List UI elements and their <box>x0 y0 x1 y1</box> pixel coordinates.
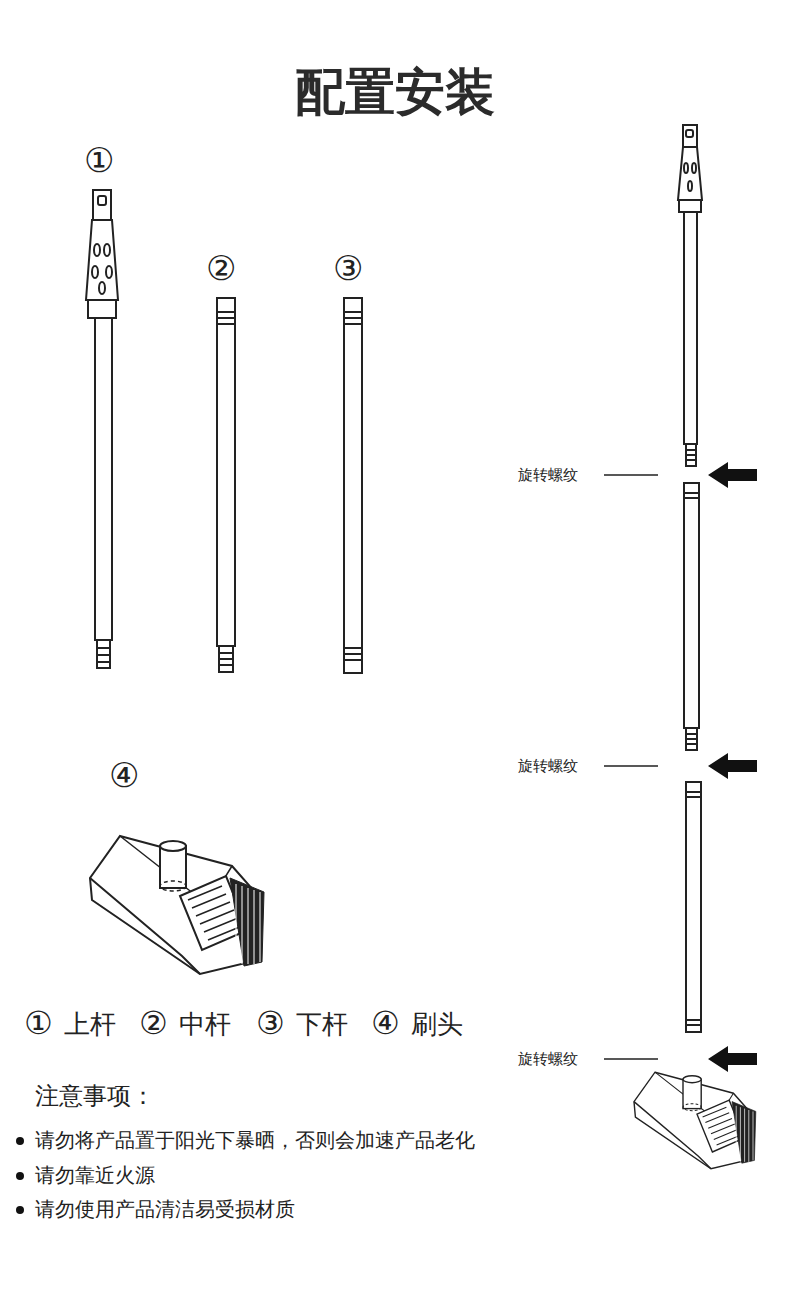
illustration-part <box>686 444 696 466</box>
illustration-part <box>86 125 702 1032</box>
part-name: 上杆 <box>64 1009 116 1040</box>
illustration-part <box>708 1046 757 1072</box>
illustration-part <box>686 734 697 744</box>
illustration-part <box>104 244 110 256</box>
illustration-part <box>344 298 362 673</box>
illustration-part <box>219 646 233 672</box>
illustration-part <box>684 483 699 728</box>
illustration-part <box>99 282 105 294</box>
illustration-part <box>16 1172 24 1180</box>
note-text: 请勿靠近火源 <box>35 1163 155 1187</box>
illustration-part <box>686 450 696 460</box>
thread-label: 旋转螺纹 <box>518 466 578 484</box>
illustration-part <box>684 493 699 498</box>
illustration-part <box>604 475 658 1059</box>
callout-number: ② <box>139 1004 168 1042</box>
callout-number: ④ <box>371 1004 400 1042</box>
illustration-part <box>708 462 757 488</box>
note-text: 请勿使用产品清洁易受损材质 <box>35 1197 295 1221</box>
illustration-part <box>86 220 118 300</box>
callout-number: ③ <box>333 248 363 289</box>
note-text: 请勿将产品置于阳光下暴晒，否则会加速产品老化 <box>35 1128 475 1152</box>
illustration-part <box>97 648 110 662</box>
illustration-part <box>344 648 362 660</box>
illustration-part <box>692 163 696 173</box>
illustration-part <box>684 163 688 173</box>
page-title: 配置安装 <box>0 62 790 122</box>
callout-number: ① <box>24 1004 53 1042</box>
illustration-part <box>95 318 112 640</box>
part-name: 刷头 <box>411 1009 463 1040</box>
illustration-part <box>686 130 693 137</box>
part-name: 中杆 <box>179 1009 231 1040</box>
part-name: 下杆 <box>296 1009 348 1040</box>
illustration-part <box>93 190 111 220</box>
callout-number: ③ <box>256 1004 285 1042</box>
thread-label: 旋转螺纹 <box>518 757 578 775</box>
illustration-part <box>344 312 362 324</box>
callout-number: ② <box>206 248 236 289</box>
illustration-part <box>686 792 701 1025</box>
illustration-part <box>16 1206 24 1214</box>
illustration-part <box>106 266 112 278</box>
illustration-part <box>219 653 233 665</box>
illustration-part <box>684 212 697 444</box>
illustration-part <box>708 753 757 779</box>
illustration-part <box>678 147 702 200</box>
illustration-part <box>217 298 235 646</box>
illustration-part <box>98 196 106 205</box>
illustration-part <box>686 728 697 750</box>
illustration-part <box>634 1072 756 1169</box>
illustration-part <box>94 244 100 256</box>
illustration-part <box>90 836 264 974</box>
illustration-part <box>679 200 701 212</box>
illustration-part <box>92 266 98 278</box>
callout-number: ① <box>84 140 114 181</box>
illustration-part <box>217 312 235 324</box>
notes-heading: 注意事项： <box>35 1082 155 1111</box>
illustration-part <box>686 782 701 1032</box>
illustration-part <box>97 640 110 668</box>
thread-label: 旋转螺纹 <box>518 1050 578 1068</box>
illustration-part <box>688 181 692 191</box>
callout-number: ④ <box>109 755 139 796</box>
illustration-part <box>708 462 757 1072</box>
illustration-part <box>88 300 116 318</box>
illustration-part <box>16 1137 24 1145</box>
illustration-part <box>683 125 697 147</box>
illustration-part <box>16 1137 24 1214</box>
